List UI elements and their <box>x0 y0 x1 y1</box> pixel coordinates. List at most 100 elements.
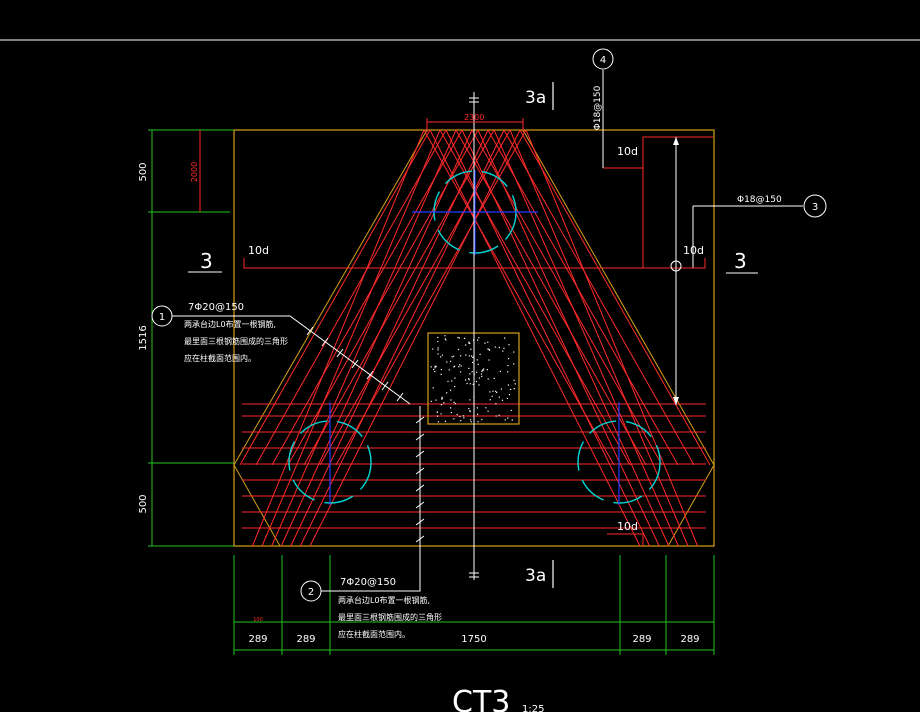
bottom-dim-5: 289 <box>680 634 699 645</box>
diag-rebar-right-b <box>251 129 425 547</box>
hatch-dot <box>434 370 436 373</box>
hatch-dot <box>454 402 456 405</box>
hatch-dot <box>454 385 456 388</box>
hatch-dot <box>500 388 503 390</box>
callout-1-note-3: 应在柱截面范围内。 <box>184 353 256 363</box>
hatch-dot <box>513 351 515 353</box>
diag-rebar-left-b <box>509 129 689 547</box>
hatch-dot <box>460 420 462 422</box>
hatch-dot <box>445 392 448 394</box>
hatch-dot <box>478 337 480 339</box>
hatch-dot <box>495 390 497 392</box>
drawing-scale: 1:25 <box>522 704 544 712</box>
leader-tick <box>415 467 425 475</box>
bottom-dim-3: 1750 <box>461 634 486 645</box>
hatch-dot <box>469 383 471 385</box>
callout-2-spec: 7Φ20@150 <box>340 577 396 588</box>
hatch-dot <box>458 366 460 368</box>
hatch-dot <box>447 380 449 383</box>
right-dim-arrow-top <box>673 137 679 145</box>
callout-3-spec: Φ18@150 <box>737 195 782 205</box>
hatch-dot <box>457 348 460 351</box>
hatch-dot <box>481 418 483 421</box>
hatch-dot <box>437 353 439 355</box>
hatch-dot <box>441 396 443 398</box>
diag-rebar-right-b <box>261 129 441 547</box>
callout-2-ticks <box>415 416 425 543</box>
hatch-dot <box>502 350 504 352</box>
hatch-dot <box>470 355 473 357</box>
hatch-dot <box>478 384 480 386</box>
hatch-dot <box>501 399 504 401</box>
hatch-dot <box>458 337 460 339</box>
hatch-dot <box>468 407 470 410</box>
hatch-dot <box>463 337 466 339</box>
callout-1-note-1: 两承台边L0布置一根钢筋, <box>184 319 276 329</box>
diag-rebar-right-a <box>503 129 695 466</box>
hatch-dot <box>440 368 442 371</box>
hatch-dot <box>468 378 470 380</box>
hatch-dot <box>477 339 479 341</box>
diag-rebar-right-a <box>487 129 679 466</box>
diag-rebar-left-b <box>525 129 699 547</box>
hatch-dot <box>476 413 479 416</box>
hatch-dot <box>477 363 479 365</box>
hatch-dot <box>468 379 470 381</box>
left-dim-500-bottom: 500 <box>138 494 149 513</box>
leader-tick <box>306 326 314 336</box>
inner-dim-label: 2000 <box>190 162 199 182</box>
diag-rebar-left-a <box>271 129 463 466</box>
hatch-dot <box>470 421 472 423</box>
diag-rebar-right-b <box>271 129 457 547</box>
leader-tick <box>366 370 374 380</box>
diag-rebar-left-a <box>303 129 495 466</box>
hatch-dot <box>487 410 489 412</box>
hatch-dot <box>488 349 491 351</box>
hatch-dot <box>507 364 509 367</box>
hatch-dot <box>470 348 472 350</box>
callout-2-note-2: 最里面三根钢筋围成的三角形 <box>338 612 442 622</box>
hatch-dot <box>508 393 511 396</box>
hatch-dot <box>481 370 483 372</box>
hatch-dot <box>448 369 450 371</box>
anchor-10d-4: 10d <box>617 520 638 533</box>
hatch-dot <box>456 413 458 416</box>
hatch-dot <box>462 415 465 417</box>
hatch-dot <box>434 367 436 369</box>
callout-2-leader <box>321 406 421 592</box>
callout-4-spec: Φ18@150 <box>593 85 603 130</box>
hatch-dot <box>468 341 470 343</box>
hatch-dot <box>450 360 452 362</box>
hatch-dot <box>444 335 446 337</box>
rebar-3-bar <box>243 258 706 269</box>
callout-1-ticks <box>306 326 404 402</box>
hatch-dot <box>459 364 461 366</box>
hatch-dot <box>469 419 472 421</box>
anchor-10d-2: 10d <box>248 244 269 257</box>
bottom-dim-2: 289 <box>296 634 315 645</box>
top-dim-label: 2300 <box>464 113 484 122</box>
hatch-dot <box>487 378 489 380</box>
diag-rebar-right-b <box>299 129 505 547</box>
diag-rebar-right-a <box>455 129 647 466</box>
hatch-dot <box>472 383 474 385</box>
hatch-dot <box>468 367 470 370</box>
callout-1-spec: 7Φ20@150 <box>188 302 244 313</box>
hatch-dot <box>465 354 467 356</box>
leader-tick <box>415 416 425 424</box>
hatch-dot <box>468 342 470 344</box>
hatch-dot <box>437 421 439 423</box>
leader-tick <box>415 433 425 441</box>
hatch-dot <box>513 379 515 381</box>
diag-rebar-right-b <box>280 129 473 547</box>
hatch-dot <box>435 365 437 368</box>
hatch-dot <box>437 340 439 343</box>
hatch-dot <box>488 359 490 361</box>
hatch-dot <box>478 377 480 379</box>
hatch-dot <box>463 417 465 419</box>
hatch-dot <box>481 375 483 378</box>
rebar-bottom-hook <box>607 533 644 546</box>
hatch-dot <box>507 384 509 386</box>
hatch-dot <box>446 361 448 363</box>
